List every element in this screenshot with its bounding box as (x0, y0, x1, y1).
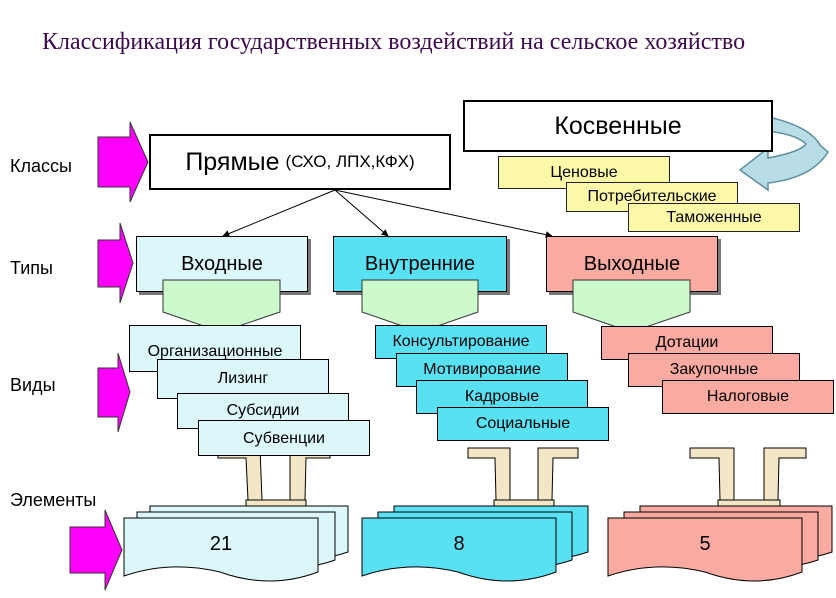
direct-class-detail: (СХО, ЛПХ,КФХ) (285, 152, 415, 171)
row-label-elements: Элементы (10, 490, 97, 510)
tree-line-internal (334, 189, 389, 237)
chevron-output (572, 279, 691, 333)
kind-internal-social: Социальные (437, 407, 609, 441)
row-label-types: Типы (10, 258, 53, 278)
direct-class-label: Прямые (185, 147, 280, 176)
magenta-arrow-classes (97, 121, 149, 203)
magenta-arrow-types (97, 222, 134, 304)
element-stack-output (607, 505, 833, 582)
element-count-input: 21 (209, 532, 233, 555)
element-stack-input (123, 505, 349, 582)
kind-input-subventions: Субвенции (198, 420, 370, 456)
chevron-input (162, 279, 281, 333)
direct-class-box: Прямые (СХО, ЛПХ,КФХ) (149, 134, 451, 190)
chevron-internal (361, 279, 479, 333)
magenta-arrow-kinds (97, 352, 131, 433)
indirect-class-box: Косвенные (463, 100, 773, 152)
curved-arrow (723, 109, 829, 192)
indirect-item-customs: Таможенные (628, 203, 800, 232)
kind-output-tax: Налоговые (662, 380, 834, 414)
row-label-classes: Классы (10, 156, 72, 176)
element-count-internal: 8 (453, 532, 465, 555)
diagram-title: Классификация государственных воздействи… (42, 29, 746, 55)
tree-line-input (222, 189, 336, 237)
magenta-arrow-elements (69, 509, 123, 591)
tree-line-output (334, 189, 553, 239)
element-count-output: 5 (699, 532, 711, 555)
kind-input-leasing: Лизинг (157, 359, 329, 399)
row-label-kinds: Виды (10, 375, 56, 395)
element-stack-internal (361, 505, 589, 582)
